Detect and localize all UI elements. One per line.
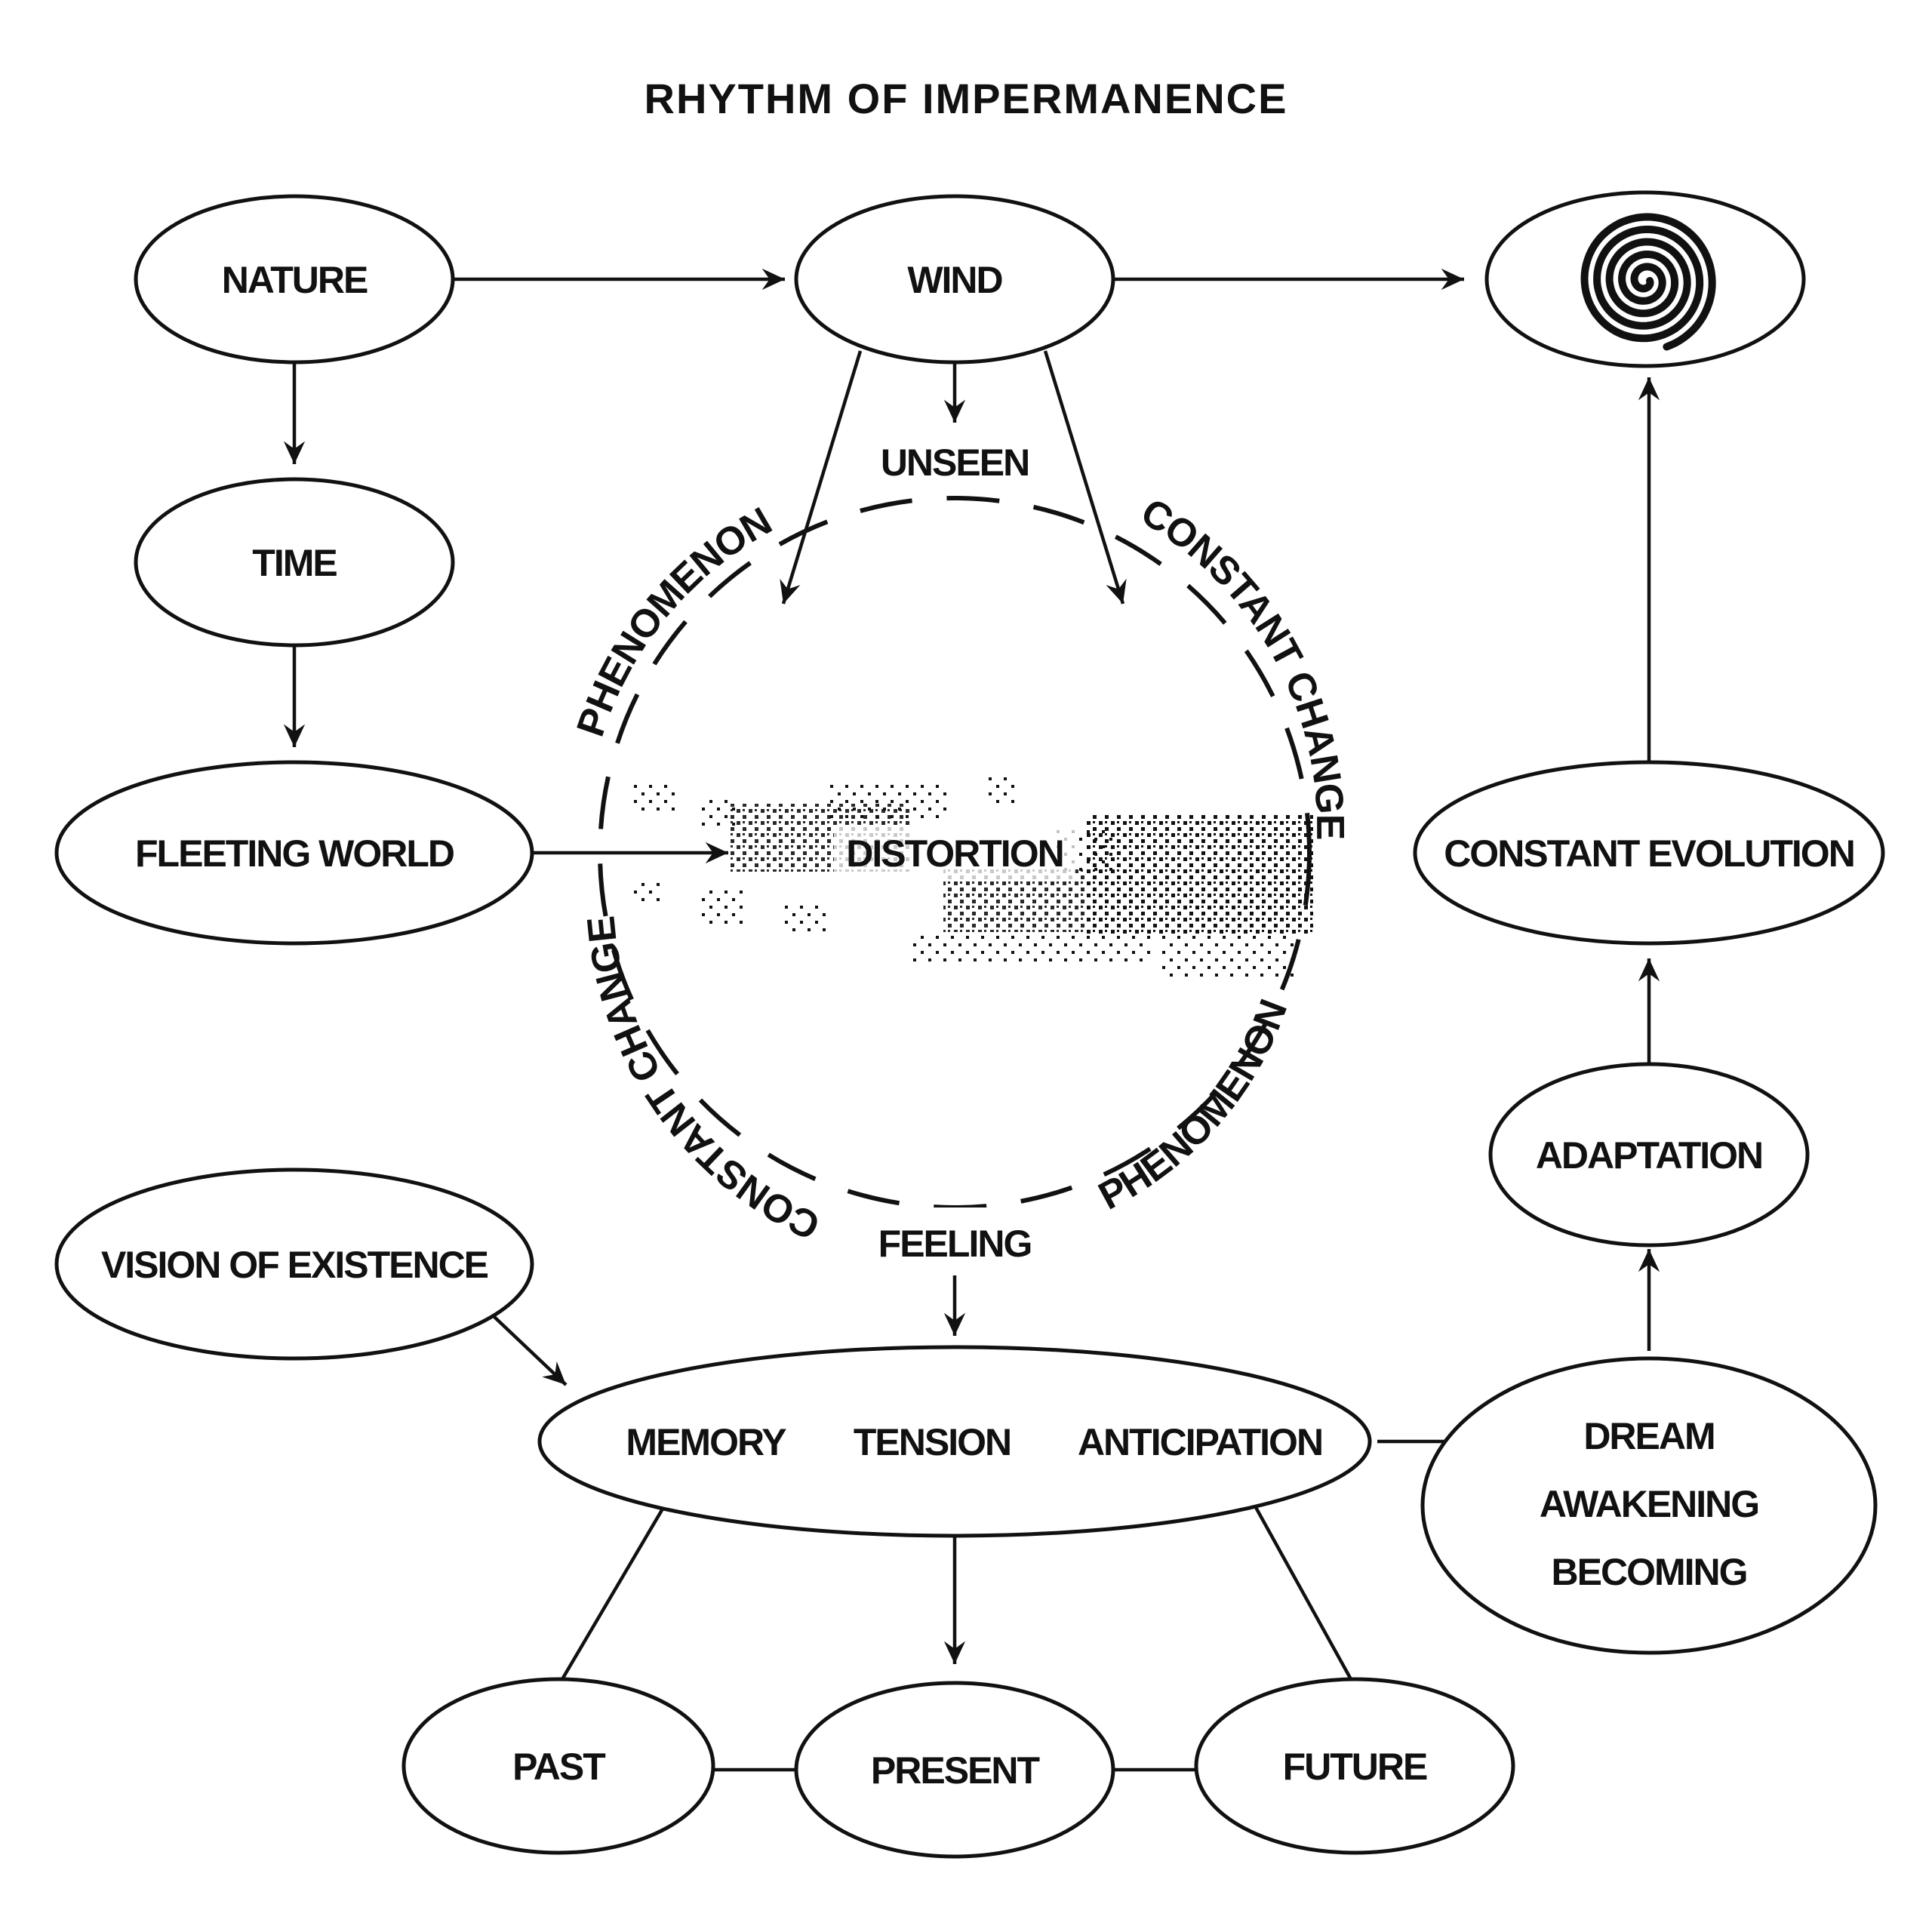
node-time: TIME: [134, 477, 455, 648]
node-adaptation: ADAPTATION: [1488, 1062, 1810, 1247]
node-fleeting-world: FLEETING WORLD: [54, 760, 534, 946]
phenomenon-top-label: PHENOMENON: [568, 500, 778, 742]
constant-evolution-label: CONSTANT EVOLUTION: [1444, 832, 1854, 875]
node-future: FUTURE: [1194, 1677, 1515, 1855]
nature-label: NATURE: [222, 259, 368, 301]
node-center: MEMORY TENSION ANTICIPATION: [537, 1345, 1372, 1538]
vision-of-existence-label: VISION OF EXISTENCE: [101, 1244, 488, 1286]
node-wind: WIND: [794, 194, 1115, 365]
dream-label: DREAM: [1583, 1415, 1714, 1457]
edge-vision-center: [493, 1315, 568, 1386]
future-label: FUTURE: [1283, 1746, 1427, 1788]
spiral-icon: [1580, 213, 1716, 351]
constant-change-right-label: CONSTANT CHANGE: [1134, 490, 1352, 839]
past-label: PAST: [512, 1746, 605, 1788]
phenomenon-bottom-label: PHENOMENON: [1092, 995, 1296, 1219]
distortion-label: DISTORTION: [846, 832, 1063, 875]
anticipation-label: ANTICIPATION: [1078, 1421, 1322, 1463]
feeling-label: FEELING: [878, 1223, 1032, 1265]
diagram-title: RHYTHM OF IMPERMANENCE: [645, 75, 1288, 122]
tension-label: TENSION: [854, 1421, 1011, 1463]
adaptation-label: ADAPTATION: [1536, 1134, 1762, 1177]
unseen-label: UNSEEN: [881, 441, 1029, 484]
wind-label: WIND: [907, 259, 1002, 301]
node-constant-evolution: CONSTANT EVOLUTION: [1413, 760, 1885, 946]
central-circle: DISTORTION UNSEEN FEELING PHENOMENON CON…: [568, 430, 1352, 1272]
edge-wind-phenomenon: [780, 350, 863, 605]
memory-label: MEMORY: [626, 1421, 786, 1463]
becoming-label: BECOMING: [1552, 1551, 1747, 1593]
edge-wind-constant-change: [1043, 350, 1127, 605]
constant-change-left-label: CONSTANT CHANGE: [580, 915, 827, 1248]
node-past: PAST: [401, 1677, 715, 1855]
node-nature: NATURE: [134, 194, 455, 365]
awakening-label: AWAKENING: [1540, 1483, 1758, 1525]
node-vision-of-existence: VISION OF EXISTENCE: [54, 1168, 534, 1361]
node-dream: DREAM AWAKENING BECOMING: [1420, 1356, 1878, 1655]
node-present: PRESENT: [794, 1681, 1115, 1859]
time-label: TIME: [252, 542, 337, 584]
node-spiral: [1484, 190, 1806, 368]
fleeting-world-label: FLEETING WORLD: [135, 832, 454, 875]
present-label: PRESENT: [871, 1749, 1040, 1792]
